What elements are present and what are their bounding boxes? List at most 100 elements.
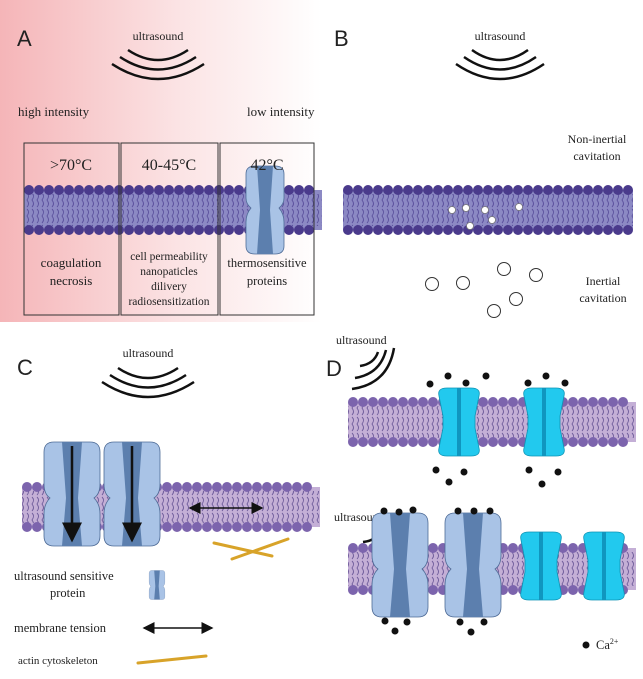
- lipid-head: [568, 543, 578, 553]
- lipid-head: [134, 225, 144, 235]
- lipid-head: [398, 437, 408, 447]
- lipid-head: [418, 397, 428, 407]
- lipid-head: [353, 225, 363, 235]
- lipid-head: [508, 397, 518, 407]
- panel-d-ultrasound-top-label: ultrasound: [336, 333, 387, 347]
- lipid-head: [433, 225, 443, 235]
- lipid-head: [603, 225, 613, 235]
- lipid-head: [24, 225, 34, 235]
- lipid-head: [32, 482, 42, 492]
- lipid-head: [353, 185, 363, 195]
- lipid-head: [503, 185, 513, 195]
- lipid-head: [618, 437, 628, 447]
- lipid-head: [74, 225, 84, 235]
- lipid-head: [242, 482, 252, 492]
- panel-b-membrane: [343, 185, 633, 235]
- lipid-head: [408, 397, 418, 407]
- panel-a-ultrasound-label: ultrasound: [133, 29, 184, 43]
- ion-channel-icon: [520, 531, 562, 601]
- lipid-head: [242, 522, 252, 532]
- sensitive-protein-icon: [444, 512, 502, 618]
- legend-calcium-icon: [582, 641, 590, 649]
- lipid-head: [383, 185, 393, 195]
- lipid-head: [343, 225, 353, 235]
- ion-channel-icon: [523, 387, 565, 457]
- lipid-head: [508, 543, 518, 553]
- lipid-head: [498, 397, 508, 407]
- lipid-head: [498, 437, 508, 447]
- lipid-head: [593, 185, 603, 195]
- lipid-head: [24, 185, 34, 195]
- lipid-head: [302, 522, 312, 532]
- box-high-text-line: necrosis: [50, 273, 93, 288]
- legend-calcium-label: Ca2+: [596, 637, 619, 652]
- lipid-head: [433, 185, 443, 195]
- lipid-head: [488, 437, 498, 447]
- lipid-head: [368, 397, 378, 407]
- lipid-head: [608, 397, 618, 407]
- lipid-head: [383, 225, 393, 235]
- lipid-head: [182, 522, 192, 532]
- lipid-head: [204, 225, 214, 235]
- lipid-head: [174, 185, 184, 195]
- lipid-head: [262, 482, 272, 492]
- lipid-head: [304, 185, 314, 195]
- lipid-head: [162, 482, 172, 492]
- lipid-head: [302, 482, 312, 492]
- lipid-head: [144, 185, 154, 195]
- lipid-head: [74, 185, 84, 195]
- high-intensity-label: high intensity: [18, 104, 90, 119]
- lipid-head: [378, 437, 388, 447]
- ion-channel-icon: [438, 387, 480, 457]
- lipid-head: [393, 185, 403, 195]
- lipid-head: [388, 397, 398, 407]
- lipid-head: [124, 185, 134, 195]
- lipid-head: [588, 397, 598, 407]
- lipid-head: [398, 397, 408, 407]
- lipid-head: [373, 185, 383, 195]
- lipid-head: [603, 185, 613, 195]
- lipid-head: [598, 437, 608, 447]
- lipid-head: [428, 543, 438, 553]
- lipid-head: [252, 482, 262, 492]
- lipid-head: [578, 437, 588, 447]
- lipid-head: [294, 225, 304, 235]
- lipid-head: [428, 397, 438, 407]
- lipid-head: [164, 185, 174, 195]
- lipid-head: [523, 185, 533, 195]
- panel-c-letter: C: [17, 355, 33, 380]
- lipid-head: [358, 437, 368, 447]
- ion-channel-icon: [583, 531, 625, 601]
- lipid-head: [428, 437, 438, 447]
- lipid-head: [568, 437, 578, 447]
- box-low-text-line: proteins: [247, 274, 287, 288]
- lipid-head: [44, 225, 54, 235]
- lipid-head: [222, 482, 232, 492]
- micro-bubbles: [448, 203, 523, 230]
- box-low-temp: [219, 142, 315, 316]
- lipid-head: [368, 437, 378, 447]
- lipid-head: [413, 225, 423, 235]
- lipid-head: [578, 397, 588, 407]
- low-intensity-label: low intensity: [247, 104, 315, 119]
- lipid-head: [363, 225, 373, 235]
- lipid-head: [613, 185, 623, 195]
- lipid-head: [623, 225, 633, 235]
- lipid-head: [284, 185, 294, 195]
- lipid-head: [553, 185, 563, 195]
- lipid-head: [204, 185, 214, 195]
- lipid-head: [232, 482, 242, 492]
- box-mid-text-line: nanopaticles: [140, 266, 198, 278]
- lipid-head: [294, 185, 304, 195]
- legend-actin-icon: [136, 654, 208, 665]
- inertial-bubbles: [425, 262, 543, 318]
- box-high-temp-value: >70°C: [50, 157, 92, 174]
- lipid-head: [212, 522, 222, 532]
- lipid-head: [583, 185, 593, 195]
- lipid-head: [104, 225, 114, 235]
- lipid-head: [34, 185, 44, 195]
- calcium-ions: [380, 372, 569, 636]
- lipid-head: [202, 482, 212, 492]
- lipid-head: [483, 225, 493, 235]
- lipid-head: [234, 185, 244, 195]
